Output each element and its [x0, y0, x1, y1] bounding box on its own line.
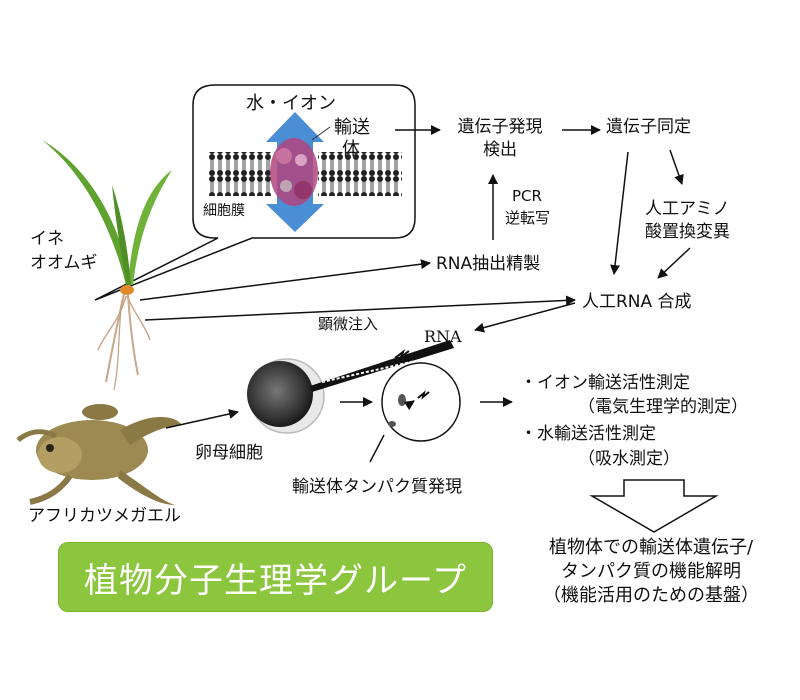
plant-image: [42, 140, 172, 391]
protein-expression-label: 輸送体タンパク質発現: [292, 477, 462, 497]
expressing-cell: [381, 362, 461, 442]
rna-extraction-label: RNA抽出精製: [436, 254, 541, 274]
result-line-3: （機能活用のための基盤）: [543, 585, 759, 606]
pcr-label: PCR: [512, 187, 542, 205]
oocyte-label: 卵母細胞: [195, 443, 263, 463]
reverse-transcription-label: 逆転写: [505, 209, 551, 227]
result-arrow: [589, 479, 719, 533]
ion-transport-label: ・イオン輸送活性測定: [520, 373, 690, 393]
detection-label: 検出: [483, 140, 517, 160]
leader-line: [311, 126, 331, 141]
group-banner: 植物分子生理学グループ: [58, 542, 493, 612]
lipid-bilayer: [208, 152, 402, 196]
amino-substitution-label-1: 人工アミノ: [645, 199, 730, 219]
rice-label: イネ: [30, 229, 64, 249]
water-ion-label: 水・イオン: [246, 93, 336, 114]
artificial-rna-label: 人工RNA 合成: [582, 292, 692, 312]
microinjection-label: 顕微注入: [318, 315, 379, 333]
electrophysiology-label: （電気生理学的測定）: [578, 397, 748, 417]
gene-expression-label: 遺伝子発現: [457, 117, 543, 137]
flow-arrows: [139, 125, 691, 463]
oocyte-image: [247, 358, 325, 434]
result-line-1: 植物体での輸送体遺伝子/: [548, 537, 754, 558]
injection-needle: [310, 340, 454, 392]
transporter-protein: [270, 138, 318, 206]
result-line-2: タンパク質の機能解明: [561, 561, 741, 582]
water-transport-label: ・水輸送活性測定: [520, 424, 656, 444]
cell-membrane-label: 細胞膜: [203, 203, 245, 219]
frog-label: アフリカツメガエル: [28, 506, 181, 526]
transport-label-2: 体: [342, 139, 360, 160]
frog-image: [16, 404, 182, 505]
amino-substitution-label-2: 酸置換変異: [645, 222, 730, 242]
transport-label-1: 輸送: [334, 117, 370, 138]
gene-identification-label: 遺伝子同定: [606, 117, 691, 137]
water-absorption-label: （吸水測定）: [578, 449, 680, 469]
rna-label: RNA: [424, 327, 462, 346]
barley-label: オオムギ: [30, 253, 98, 273]
